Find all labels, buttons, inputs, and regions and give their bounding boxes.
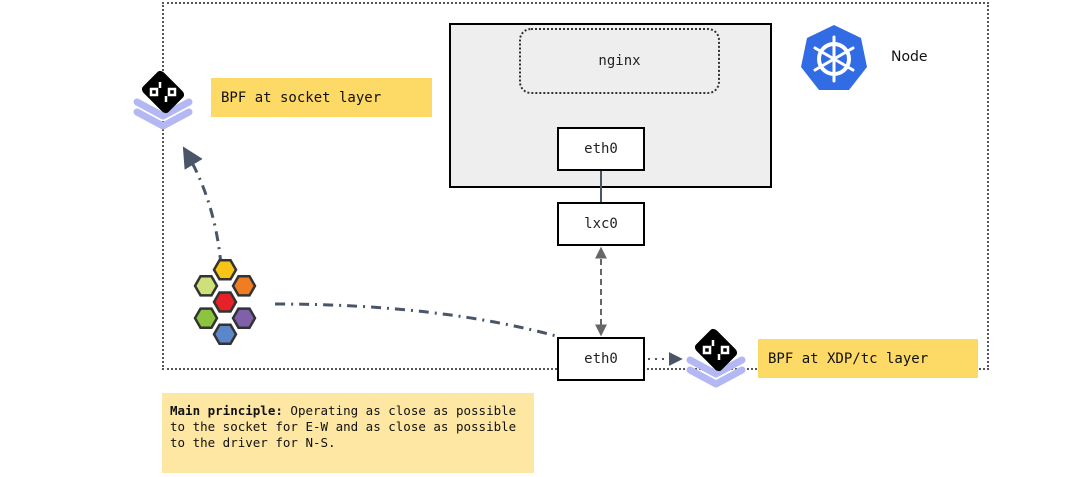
host-eth0-label: eth0 [584,351,618,367]
cilium-to-eth0-arrow [274,302,561,339]
node-label: Node [891,49,928,65]
nginx-container: nginx [519,28,720,94]
bpf-xdp-text: BPF at XDP/tc layer [768,350,929,367]
ebpf-xdp-icon [686,328,746,388]
principle-title: Main principle: [170,403,283,418]
lxc0-label: lxc0 [584,216,618,232]
cilium-hexagon [231,307,257,329]
ebpf-socket-icon [133,70,193,130]
nginx-label: nginx [598,53,641,69]
lxc0-interface: lxc0 [557,202,645,246]
principle-text: Operating as close as possible to the so… [170,403,517,450]
cilium-icon [193,258,257,346]
cilium-hexagon [212,291,238,313]
bpf-socket-text: BPF at socket layer [221,89,382,106]
bpf-xdp-label: BPF at XDP/tc layer [758,339,978,378]
principle-note: Main principle: Operating as close as po… [162,393,534,473]
kubernetes-icon [801,25,867,90]
bpf-socket-label: BPF at socket layer [211,78,432,117]
cilium-hexagon [231,275,257,297]
pod-eth0-label: eth0 [584,141,618,157]
pod-eth0-interface: eth0 [557,127,645,171]
cilium-hexagon [193,275,219,297]
cilium-to-socket-arrow [182,146,223,266]
host-eth0-interface: eth0 [557,337,645,381]
cilium-hexagon [212,258,238,281]
cilium-hexagon [212,323,238,346]
cilium-hexagon [193,307,219,329]
